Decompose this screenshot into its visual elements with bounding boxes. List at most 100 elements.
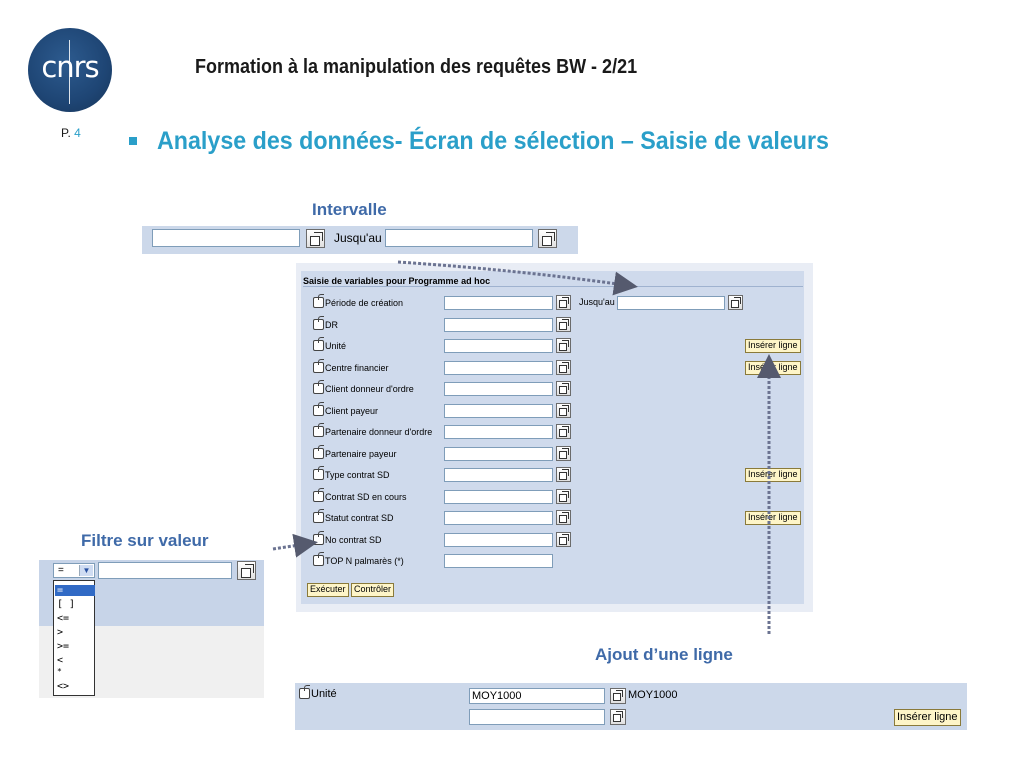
variable-input[interactable] (444, 361, 553, 375)
interval-to-input[interactable] (617, 296, 725, 310)
variable-icon (313, 552, 324, 566)
value-help-icon[interactable] (556, 424, 571, 439)
variable-icon (313, 402, 324, 416)
variable-input[interactable] (444, 318, 553, 332)
filter-arrow (272, 533, 318, 558)
add-line-example: Unité MOY1000 MOY1000 Insérer ligne (295, 683, 967, 730)
variable-label-text: DR (325, 320, 338, 330)
operator-option[interactable]: < (57, 655, 64, 666)
callout-filter: Filtre sur valeur (81, 531, 209, 550)
variable-label: Unité (313, 337, 346, 351)
value-help-icon[interactable] (556, 360, 571, 375)
variable-label-text: Contrat SD en cours (325, 492, 407, 502)
variable-icon (313, 509, 324, 523)
page-title: Formation à la manipulation des requêtes… (195, 56, 638, 78)
variable-input[interactable] (444, 490, 553, 504)
operator-option[interactable]: [ ] (57, 599, 76, 610)
value-help-icon[interactable] (556, 467, 571, 482)
variable-input[interactable] (444, 425, 553, 439)
interval-to-input[interactable] (385, 229, 533, 247)
variable-label-text: Partenaire donneur d'ordre (325, 427, 433, 437)
operator-option[interactable]: > (57, 627, 64, 638)
operator-option[interactable]: = (55, 585, 95, 596)
variable-input[interactable] (444, 404, 553, 418)
operator-selected: = (58, 565, 64, 576)
operator-option[interactable]: <> (57, 681, 70, 692)
variable-icon (313, 337, 324, 351)
operator-option[interactable]: <= (57, 613, 70, 624)
panel-title: Saisie de variables pour Programme ad ho… (303, 276, 491, 286)
variable-input[interactable] (444, 382, 553, 396)
variable-label-text: Centre financier (325, 363, 389, 373)
operator-option[interactable]: >= (57, 641, 70, 652)
variable-label: Client donneur d'ordre (313, 380, 414, 394)
variable-label: Période de création (313, 294, 403, 308)
check-button[interactable]: Contrôler (351, 583, 395, 597)
interval-to-value-help-icon[interactable] (538, 229, 557, 248)
bottom-value-help-icon[interactable] (610, 688, 626, 704)
variable-label-text: Partenaire payeur (325, 449, 397, 459)
interval-from-value-help-icon[interactable] (306, 229, 325, 248)
interval-to-value-help-icon[interactable] (728, 295, 743, 310)
value-help-icon[interactable] (556, 446, 571, 461)
variable-label-text: Statut contrat SD (325, 513, 394, 523)
value-help-icon[interactable] (556, 338, 571, 353)
value-help-icon[interactable] (556, 381, 571, 396)
logo-text: cnrs (41, 50, 99, 84)
variable-icon (313, 316, 324, 330)
insert-line-button[interactable]: Insérer ligne (745, 511, 801, 525)
section-subtitle: Analyse des données- Écran de sélection … (157, 127, 829, 155)
filter-value-input[interactable] (98, 562, 232, 579)
variable-input[interactable] (444, 339, 553, 353)
bottom-value-input[interactable]: MOY1000 (469, 688, 605, 704)
variable-icon (313, 294, 324, 308)
operator-option[interactable]: * (57, 667, 62, 676)
variable-input[interactable] (444, 447, 553, 461)
variable-label: Contrat SD en cours (313, 488, 407, 502)
chevron-down-icon[interactable]: ▼ (79, 565, 93, 576)
bottom-insert-line-button[interactable]: Insérer ligne (894, 709, 961, 726)
page-number-value: 4 (74, 126, 81, 140)
variable-input[interactable] (444, 533, 553, 547)
variable-label-text: Client payeur (325, 406, 379, 416)
value-help-icon[interactable] (556, 317, 571, 332)
logo-line (69, 40, 70, 104)
callout-add-line: Ajout d’une ligne (595, 645, 733, 664)
interval-from-input[interactable] (152, 229, 300, 247)
value-help-icon[interactable] (556, 489, 571, 504)
variable-input[interactable] (444, 296, 553, 310)
variable-icon (313, 445, 324, 459)
bottom-new-line-value-help-icon[interactable] (610, 709, 626, 725)
variable-icon (313, 466, 324, 480)
value-help-icon[interactable] (556, 403, 571, 418)
variable-label: Partenaire payeur (313, 445, 397, 459)
value-help-icon[interactable] (556, 295, 571, 310)
variable-label: Type contrat SD (313, 466, 390, 480)
value-help-icon[interactable] (556, 510, 571, 525)
variable-label-text: Type contrat SD (325, 470, 390, 480)
panel-divider (303, 286, 803, 287)
bottom-new-line-input[interactable] (469, 709, 605, 725)
operator-select[interactable]: = ▼ (53, 563, 95, 578)
variable-label-text: TOP N palmarès (*) (325, 556, 404, 566)
insert-line-button[interactable]: Insérer ligne (745, 339, 801, 353)
variable-label: Statut contrat SD (313, 509, 394, 523)
page-number: P. 4 (61, 126, 81, 140)
filter-value-help-icon[interactable] (237, 561, 256, 580)
page-label: P. (61, 126, 71, 140)
variable-icon (313, 488, 324, 502)
value-help-icon[interactable] (556, 532, 571, 547)
execute-button[interactable]: Exécuter (307, 583, 349, 597)
interval-to-label: Jusqu'au (579, 297, 615, 307)
callout-interval: Intervalle (312, 200, 387, 219)
variable-label: Client payeur (313, 402, 379, 416)
variable-input[interactable] (444, 511, 553, 525)
variable-icon (313, 423, 324, 437)
insert-line-button[interactable]: Insérer ligne (745, 468, 801, 482)
bottom-var-label-text: Unité (311, 688, 337, 700)
variable-label: DR (313, 316, 338, 330)
variable-input[interactable] (444, 468, 553, 482)
variable-label: TOP N palmarès (*) (313, 552, 404, 566)
variable-input[interactable] (444, 554, 553, 568)
variable-label: Partenaire donneur d'ordre (313, 423, 433, 437)
